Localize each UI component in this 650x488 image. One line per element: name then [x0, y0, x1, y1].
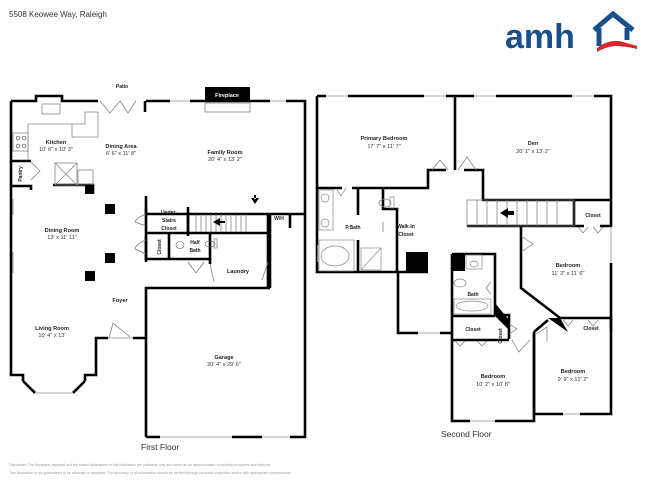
den-dimensions: 20' 1" x 13' 2"	[516, 149, 550, 155]
amh-logo: amh	[505, 10, 637, 55]
pantry-label: Pantry	[18, 166, 24, 182]
foyer-label: Foyer	[112, 298, 128, 304]
property-address: 5508 Keowee Way, Raleigh	[9, 10, 107, 19]
bedroom-3-dimensions: 10' 2" x 10' 8"	[476, 382, 510, 388]
disclaimer: Disclaimer: The floorplans depicted and …	[9, 461, 291, 477]
patio-label: Patio	[116, 84, 128, 90]
bedroom-3-name: Bedroom	[481, 374, 506, 380]
disclaimer-line-2: This illustration is not guaranteed to b…	[9, 471, 292, 475]
half-bath-label-1: Half	[190, 240, 200, 246]
second-floor-label: Second Floor	[441, 429, 492, 439]
stairs-direction-arrow-icon-upper	[500, 208, 514, 218]
primary-bath-label: P.Bath	[345, 225, 360, 231]
garage-name: Garage	[214, 355, 233, 361]
half-bath-label-2: Bath	[189, 248, 200, 254]
primary-bedroom-name: Primary Bedroom	[361, 136, 408, 142]
walk-in-closet-label-2: Closet	[398, 232, 414, 238]
bedroom-2-name: Bedroom	[556, 263, 581, 269]
bedroom-4-dimensions: 9' 9" x 12' 2"	[558, 377, 589, 383]
stairs-direction-arrow-icon	[213, 218, 225, 226]
closet-label: Closet	[157, 239, 163, 255]
logo-text: amh	[505, 18, 575, 55]
fireplace-label: Fireplace	[215, 93, 239, 99]
bath-label: Bath	[467, 292, 478, 298]
living-room-name: Living Room	[35, 326, 69, 332]
living-room-dimensions: 10' 4" x 13'	[38, 333, 65, 339]
bath-closet-label: Closet	[498, 328, 504, 344]
bedroom-4-closet-label: Closet	[583, 326, 599, 332]
stairs-closet-label: Closet	[585, 213, 601, 219]
primary-bedroom-dimensions: 17' 7" x 11' 7"	[367, 144, 400, 150]
under-stairs-closet-label-2: Stairs	[162, 218, 176, 224]
under-stairs-closet-label-3: Closet	[161, 226, 177, 232]
first-floor-label: First Floor	[141, 442, 180, 452]
walk-in-closet-label-1: Walk-In	[397, 224, 415, 230]
garage-dimensions: 20' 4" x 29' 6"	[207, 362, 241, 368]
kitchen-dimensions: 10' 6" x 10' 3"	[39, 147, 73, 153]
stairs-down-arrow-icon	[251, 195, 259, 204]
second-floor-plan	[315, 94, 613, 423]
family-room-dimensions: 20' 4" x 13' 2"	[208, 157, 242, 163]
den-name: Den	[528, 141, 539, 147]
under-stairs-closet-label-1: Under-	[161, 210, 177, 216]
dining-area-dimensions: 6' 6" x 11' 8"	[106, 151, 136, 157]
bedroom-3-closet-label: Closet	[465, 327, 481, 333]
water-heater-label: W/H	[274, 216, 284, 222]
dining-room-name: Dining Room	[45, 228, 80, 234]
kitchen-name: Kitchen	[46, 140, 67, 146]
bedroom-4-name: Bedroom	[561, 369, 586, 375]
family-room-name: Family Room	[207, 150, 242, 156]
bedroom-2-dimensions: 11' 3" x 11' 6"	[552, 271, 585, 277]
dining-room-dimensions: 13' x 11' 11"	[47, 235, 76, 241]
first-floor-plan	[9, 87, 307, 439]
house-icon	[592, 10, 637, 52]
laundry-label: Laundry	[227, 269, 250, 275]
dining-area-name: Dining Area	[105, 144, 137, 150]
disclaimer-line-1: Disclaimer: The floorplans depicted and …	[9, 463, 272, 467]
